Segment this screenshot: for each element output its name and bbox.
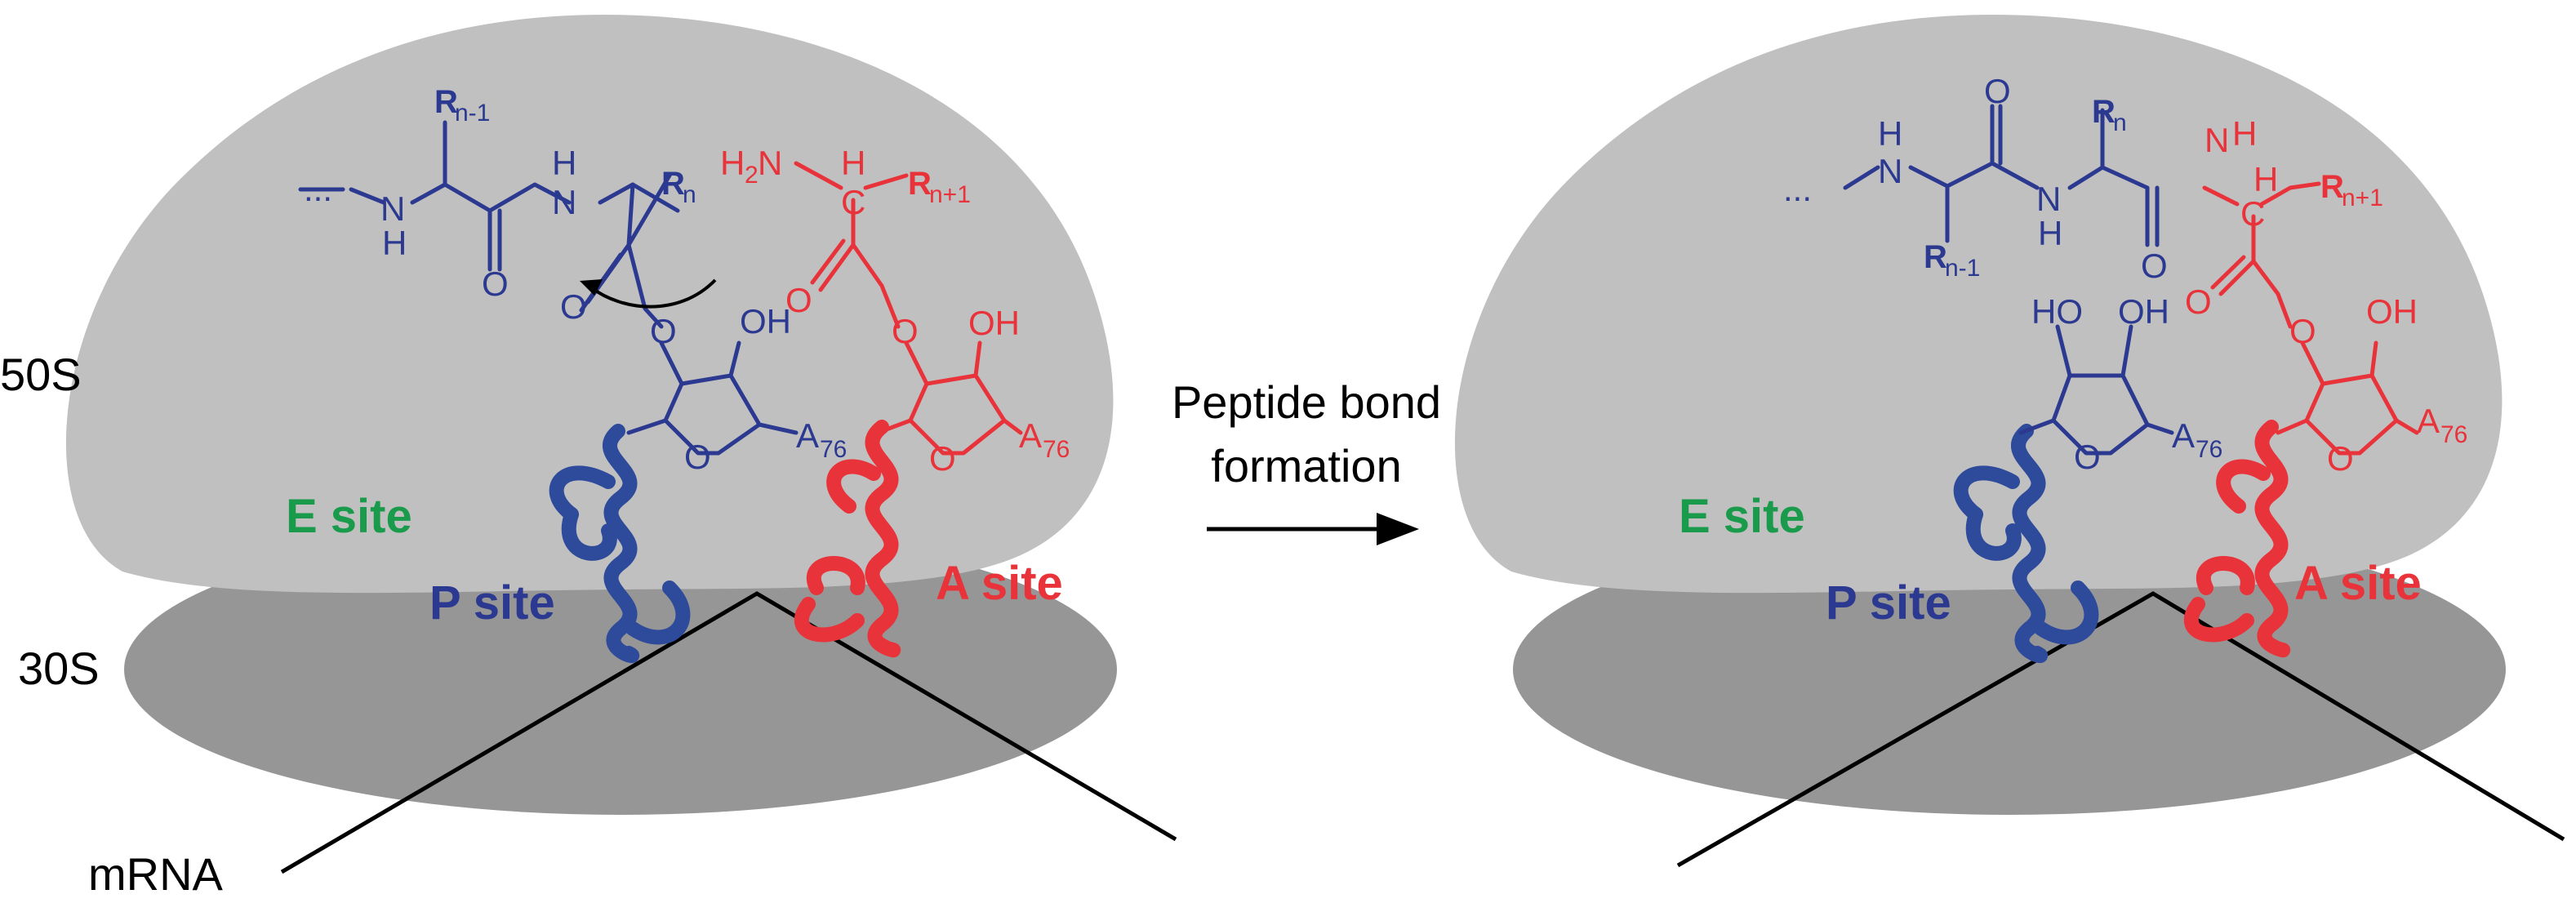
left-a-site-label: A site [936,557,1063,610]
arrow-head-icon [1377,513,1419,545]
left-h2n-sub: 2 [745,162,759,189]
left-panel-before: ... N H R n-1 O H N R n O O OH O A 76 H … [65,15,1177,874]
left-a-site-trna [794,420,901,658]
right-o-ring-a: O [2327,439,2354,478]
left-h2n-h: H [720,144,745,182]
right-p-site-chemistry [1843,104,2174,456]
left-r-n-sub: n [683,181,696,208]
right-h-alpha: H [2253,160,2278,198]
right-oh-a: OH [2366,292,2418,331]
left-n-atom-2: N [552,183,576,221]
left-r-n-plus-1: R [908,166,932,202]
left-e-site-label: E site [286,490,412,543]
right-h-amide: H [2232,114,2257,153]
right-r-n: R [2092,94,2116,130]
right-30s-subunit [1513,524,2506,815]
right-r-n-minus-1: R [1924,239,1947,275]
right-o-ring-p: O [2074,438,2101,476]
right-a76-p-sub: 76 [2196,436,2222,463]
left-r-n-plus-1-sub: n+1 [929,181,971,208]
left-r-n: R [661,166,685,202]
right-chain-dots: ... [1783,170,1812,208]
left-h2n-n: N [758,144,782,182]
left-n-atom-1: N [380,189,405,228]
right-n-peptide: N [2205,121,2229,159]
left-a76-p-sub: 76 [820,436,847,463]
right-e-site-label: E site [1679,490,1805,543]
left-o-ester-a: O [892,312,919,350]
left-o-ring-a: O [929,439,956,478]
left-o-ring-p: O [684,438,711,476]
right-r-n-plus-1: R [2320,169,2344,205]
left-a76-a-sub: 76 [1043,436,1070,463]
reaction-arrow: Peptide bond formation [1172,376,1441,545]
left-oh-p: OH [740,302,791,340]
right-n-atom-2: N [2036,180,2061,218]
right-50s-subunit [1454,15,2503,594]
label-30s: 30S [18,643,100,694]
right-a76-a-sub: 76 [2440,421,2467,448]
left-c-alpha: C [841,183,865,221]
right-oh-p: OH [2118,292,2169,331]
left-o-carbonyl-2: O [560,287,587,326]
left-mrna-line [280,591,1177,874]
left-30s-subunit [124,524,1117,815]
left-p-site-label: P site [429,576,555,629]
left-chain-dots: ... [304,170,332,208]
right-a-site-chemistry [2202,181,2419,456]
right-a-site-label: A site [2294,557,2422,610]
left-r-n-minus-1: R [434,84,458,120]
left-h-alpha: H [841,144,865,182]
left-a-site-chemistry [794,161,1023,456]
right-p-site-trna [1953,424,2099,664]
left-h-atom-2: H [552,144,576,182]
right-p-site-label: P site [1826,576,1951,629]
right-o-carbonyl-1: O [1984,72,2011,110]
left-a76-p: A [796,416,819,455]
right-panel-after: ... H N R n-1 O N H R n O HO OH O A 76 N… [1454,15,2565,868]
right-c-alpha: C [2240,194,2265,233]
right-h-atom-2: H [2038,214,2062,252]
arrow-label-line1: Peptide bond [1172,376,1441,428]
right-a76-p: A [2172,416,2195,455]
right-r-n-minus-1-sub: n-1 [1945,255,1980,282]
left-a76-a: A [1019,416,1042,455]
left-h-atom-1: H [382,224,407,262]
right-r-n-plus-1-sub: n+1 [2342,185,2383,211]
right-n-atom-1: N [1878,152,1902,190]
right-o-carbonyl-a: O [2185,282,2212,321]
right-o-carbonyl-2: O [2141,247,2168,285]
right-a76-a: A [2417,402,2440,440]
right-a-site-trna [2184,420,2290,658]
left-o-ester-p: O [650,312,677,350]
right-mrna-line [1676,591,2565,868]
right-h-atom-1: H [1878,114,1902,153]
label-50s: 50S [0,349,82,400]
left-o-carbonyl-1: O [482,265,509,303]
left-oh-a: OH [968,304,1020,342]
arrow-label-line2: formation [1211,440,1401,492]
left-p-site-trna [549,424,691,664]
right-r-n-sub: n [2113,109,2127,136]
label-mrna: mRNA [88,848,224,899]
left-o-carbonyl-a: O [785,281,812,319]
right-o-ester-a: O [2289,312,2316,350]
left-50s-subunit [65,15,1114,594]
left-p-site-chemistry [298,120,799,456]
left-r-n-minus-1-sub: n-1 [455,100,490,127]
right-ho-p: HO [2031,292,2083,331]
